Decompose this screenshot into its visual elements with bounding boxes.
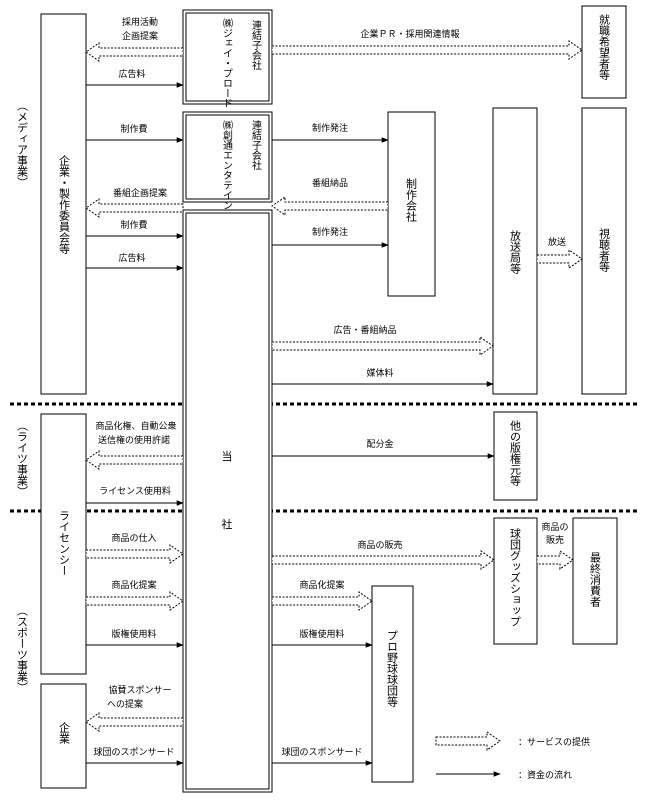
- soutsu-tag: 連結子会社: [250, 119, 262, 171]
- label-distribution: 配分金: [366, 438, 393, 450]
- licensee-label: ライセンシー: [58, 510, 71, 576]
- label-prod-order-2: 制作発注: [312, 226, 348, 238]
- label-media-fee: 媒体料: [366, 367, 393, 379]
- label-team-sponsor-2: 球団のスポンサード: [281, 746, 362, 758]
- arrow-program-plan: [85, 198, 184, 218]
- our-company-box-inner: [185, 212, 270, 790]
- arrow-broadcast: [536, 249, 583, 269]
- label-ad-program-delivery: 広告・番組納品: [333, 324, 396, 336]
- label-rights-fee-1: 版権使用料: [111, 628, 156, 640]
- other-rights-label: 他の版権元等: [509, 420, 522, 486]
- job-seeker-label: 就職希望者等: [598, 13, 611, 80]
- baseball-team-box: [371, 585, 414, 783]
- label-prod-order-1: 制作発注: [312, 122, 348, 134]
- legend-service-label: ：サービスの提供: [518, 736, 590, 748]
- arrow-goods-purchase: [85, 544, 184, 564]
- label-goods-sale-end-1: 商品の: [541, 521, 568, 533]
- label-program-plan: 番組企画提案: [113, 187, 167, 199]
- arrow-goods-sale: [271, 550, 495, 570]
- licensee-box: [40, 413, 87, 675]
- section-label-rights: （ライツ事業）: [16, 420, 29, 497]
- arrow-recruit-plan: [85, 42, 184, 62]
- arrow-ad-program-delivery: [271, 336, 494, 356]
- label-ad-fee-jp: 広告料: [118, 68, 145, 80]
- company-sponsor-box: [40, 683, 87, 789]
- goods-shop-label: 球団グッズショップ: [509, 527, 522, 627]
- soutsu-box-outer: [182, 111, 273, 203]
- section-label-sports: （スポーツ事業）: [16, 605, 29, 693]
- label-merch-proposal-2: 商品化提案: [299, 579, 344, 591]
- label-prod-fee-2: 制作費: [120, 219, 147, 231]
- jprood-tag: 連結子会社: [250, 19, 262, 71]
- arrow-goods-sale-end: [536, 550, 574, 570]
- our-company-label-tou: 当: [222, 449, 233, 463]
- viewer-label: 視聴者等: [598, 227, 611, 272]
- label-team-sponsor-1: 球団のスポンサード: [93, 746, 174, 758]
- section-label-media: （メディア事業）: [16, 100, 29, 188]
- broadcaster-label: 放送局等: [509, 229, 522, 274]
- arrow-pr-recruit: [271, 40, 583, 60]
- label-goods-sale: 商品の販売: [357, 539, 402, 551]
- media-partner-box: [40, 13, 87, 395]
- our-company-box-outer: [182, 209, 273, 793]
- label-merch-proposal-1: 商品化提案: [111, 579, 156, 591]
- label-sponsor-proposal-1: 協賛スポンサー: [108, 684, 171, 696]
- jprood-box-inner: [185, 12, 270, 102]
- baseball-team-label: プロ野球球団等: [386, 630, 399, 707]
- arrow-license-grant: [85, 450, 184, 470]
- broadcaster-box: [492, 107, 538, 395]
- label-recruit-plan-1: 採用活動: [122, 16, 158, 28]
- label-license-fee: ライセンス使用料: [99, 485, 171, 497]
- our-company-label-sha: 社: [222, 517, 233, 531]
- label-license-grant-2: 送信権の使用許諾: [98, 434, 170, 446]
- viewer-box: [581, 107, 627, 395]
- end-consumer-box: [572, 517, 618, 645]
- legend-service-arrow: [435, 731, 501, 751]
- job-seeker-box: [581, 5, 627, 99]
- goods-shop-box: [493, 517, 538, 645]
- production-company-label: 制作会社: [405, 178, 418, 223]
- label-program-delivery-1: 番組納品: [312, 177, 348, 189]
- label-license-grant-1: 商品化権、自動公衆: [95, 420, 176, 432]
- arrow-sponsor-proposal: [85, 712, 184, 732]
- arrow-merch-proposal-1: [85, 591, 184, 611]
- media-partner-label: 企業・製作委員会等: [58, 154, 71, 254]
- jprood-name: ㈱ジェイ・プロード: [221, 18, 233, 108]
- label-pr-recruit: 企業ＰＲ・採用関連情報: [360, 28, 459, 40]
- label-goods-sale-end-2: 販売: [546, 534, 564, 546]
- end-consumer-label: 最終消費者: [589, 552, 602, 608]
- label-prod-fee-1: 制作費: [120, 123, 147, 135]
- other-rights-box: [493, 411, 538, 501]
- arrow-merch-proposal-2: [271, 591, 373, 611]
- label-rights-fee-2: 版権使用料: [299, 628, 344, 640]
- arrow-program-delivery-1: [271, 196, 389, 216]
- legend-money-label: ：資金の流れ: [518, 769, 572, 781]
- label-sponsor-proposal-2: への提案: [107, 698, 143, 710]
- label-goods-purchase: 商品の仕入: [111, 532, 156, 544]
- company-sponsor-label: 企業: [58, 721, 71, 744]
- label-ad-fee-2: 広告料: [118, 252, 145, 264]
- jprood-box-outer: [182, 9, 273, 105]
- soutsu-box-inner: [185, 114, 270, 200]
- label-recruit-plan-2: 企画提案: [122, 30, 158, 42]
- label-broadcast: 放送: [548, 236, 566, 248]
